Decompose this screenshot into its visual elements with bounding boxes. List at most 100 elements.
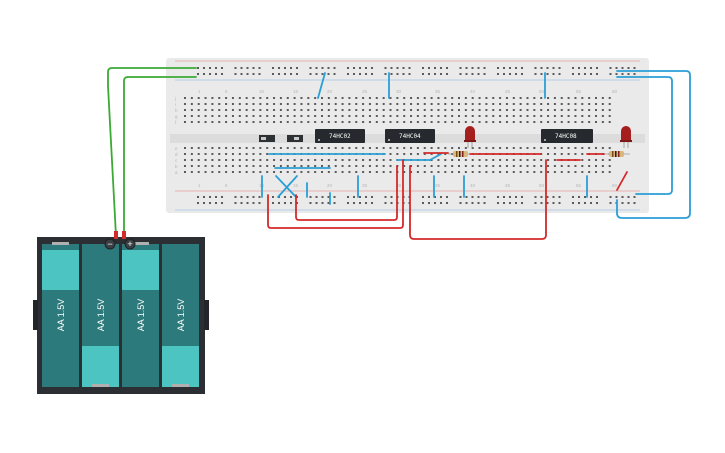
breadboard-hole[interactable] xyxy=(272,202,274,204)
breadboard-hole[interactable] xyxy=(252,171,255,173)
breadboard-hole[interactable] xyxy=(574,171,577,173)
breadboard-hole[interactable] xyxy=(512,103,515,105)
breadboard-hole[interactable] xyxy=(309,196,312,198)
breadboard-hole[interactable] xyxy=(440,67,442,69)
breadboard-hole[interactable] xyxy=(252,202,255,204)
breadboard-hole[interactable] xyxy=(341,109,344,111)
breadboard-hole[interactable] xyxy=(341,147,344,149)
breadboard-hole[interactable] xyxy=(238,153,241,155)
breadboard-hole[interactable] xyxy=(382,109,385,111)
breadboard-hole[interactable] xyxy=(231,115,234,117)
breadboard-hole[interactable] xyxy=(465,196,468,198)
breadboard-hole[interactable] xyxy=(384,202,387,204)
breadboard-hole[interactable] xyxy=(512,109,515,111)
breadboard-hole[interactable] xyxy=(509,196,511,198)
breadboard-hole[interactable] xyxy=(558,67,561,69)
breadboard-hole[interactable] xyxy=(403,171,406,173)
breadboard-hole[interactable] xyxy=(621,73,624,75)
breadboard-hole[interactable] xyxy=(464,115,467,117)
breadboard-hole[interactable] xyxy=(314,109,317,111)
breadboard-hole[interactable] xyxy=(348,97,351,99)
breadboard-hole[interactable] xyxy=(245,97,248,99)
breadboard-hole[interactable] xyxy=(596,73,598,75)
breadboard-hole[interactable] xyxy=(327,202,330,204)
breadboard-hole[interactable] xyxy=(273,147,276,149)
breadboard-hole[interactable] xyxy=(615,67,618,69)
breadboard-hole[interactable] xyxy=(499,165,502,167)
breadboard-hole[interactable] xyxy=(581,115,584,117)
breadboard-hole[interactable] xyxy=(266,109,269,111)
breadboard-hole[interactable] xyxy=(512,121,515,123)
breadboard-hole[interactable] xyxy=(526,97,529,99)
breadboard-hole[interactable] xyxy=(258,196,261,198)
breadboard-hole[interactable] xyxy=(552,196,555,198)
breadboard-hole[interactable] xyxy=(402,73,405,75)
breadboard-hole[interactable] xyxy=(451,159,454,161)
breadboard-hole[interactable] xyxy=(471,109,474,111)
breadboard-hole[interactable] xyxy=(314,165,317,167)
breadboard-hole[interactable] xyxy=(588,159,591,161)
breadboard-hole[interactable] xyxy=(458,97,460,99)
breadboard-hole[interactable] xyxy=(334,171,337,173)
breadboard-hole[interactable] xyxy=(238,147,241,149)
breadboard-hole[interactable] xyxy=(211,97,214,99)
breadboard-hole[interactable] xyxy=(567,153,570,155)
breadboard-hole[interactable] xyxy=(519,109,522,111)
breadboard-hole[interactable] xyxy=(382,103,385,105)
breadboard-hole[interactable] xyxy=(218,159,221,161)
breadboard-hole[interactable] xyxy=(552,202,555,204)
breadboard-hole[interactable] xyxy=(444,97,447,99)
breadboard-hole[interactable] xyxy=(633,196,636,198)
breadboard-hole[interactable] xyxy=(505,109,508,111)
breadboard-hole[interactable] xyxy=(574,121,577,123)
breadboard-hole[interactable] xyxy=(578,202,580,204)
breadboard-hole[interactable] xyxy=(389,121,392,123)
breadboard-hole[interactable] xyxy=(478,103,481,105)
breadboard-hole[interactable] xyxy=(197,121,200,123)
breadboard-hole[interactable] xyxy=(596,196,598,198)
breadboard-hole[interactable] xyxy=(197,73,199,75)
slide-switch[interactable] xyxy=(259,135,275,142)
breadboard-hole[interactable] xyxy=(272,67,274,69)
breadboard-hole[interactable] xyxy=(190,121,193,123)
breadboard-hole[interactable] xyxy=(266,121,269,123)
breadboard-hole[interactable] xyxy=(375,103,378,105)
breadboard-hole[interactable] xyxy=(259,165,262,167)
breadboard-hole[interactable] xyxy=(353,67,355,69)
breadboard-hole[interactable] xyxy=(348,171,351,173)
breadboard-hole[interactable] xyxy=(353,196,355,198)
breadboard-hole[interactable] xyxy=(521,73,523,75)
breadboard-hole[interactable] xyxy=(553,147,556,149)
breadboard-hole[interactable] xyxy=(259,121,262,123)
breadboard-hole[interactable] xyxy=(410,103,413,105)
breadboard-hole[interactable] xyxy=(307,97,310,99)
breadboard-hole[interactable] xyxy=(384,73,387,75)
breadboard-hole[interactable] xyxy=(389,159,392,161)
breadboard-hole[interactable] xyxy=(540,171,543,173)
breadboard-hole[interactable] xyxy=(203,196,205,198)
breadboard-hole[interactable] xyxy=(578,196,580,198)
breadboard-hole[interactable] xyxy=(560,153,563,155)
breadboard-hole[interactable] xyxy=(521,196,523,198)
breadboard-hole[interactable] xyxy=(286,159,289,161)
breadboard-hole[interactable] xyxy=(609,73,612,75)
breadboard-hole[interactable] xyxy=(595,171,597,173)
breadboard-hole[interactable] xyxy=(444,109,447,111)
breadboard-hole[interactable] xyxy=(423,171,426,173)
breadboard-hole[interactable] xyxy=(273,97,276,99)
breadboard-hole[interactable] xyxy=(221,196,223,198)
breadboard-hole[interactable] xyxy=(485,159,488,161)
breadboard-hole[interactable] xyxy=(246,202,249,204)
breadboard-hole[interactable] xyxy=(231,153,234,155)
breadboard-hole[interactable] xyxy=(547,159,550,161)
breadboard-hole[interactable] xyxy=(608,171,611,173)
breadboard-hole[interactable] xyxy=(574,97,577,99)
breadboard-hole[interactable] xyxy=(231,109,234,111)
breadboard-hole[interactable] xyxy=(601,121,604,123)
breadboard-hole[interactable] xyxy=(278,202,280,204)
breadboard-hole[interactable] xyxy=(471,67,474,69)
breadboard-hole[interactable] xyxy=(483,73,486,75)
breadboard-hole[interactable] xyxy=(596,67,598,69)
breadboard-hole[interactable] xyxy=(197,153,200,155)
breadboard-hole[interactable] xyxy=(190,109,193,111)
